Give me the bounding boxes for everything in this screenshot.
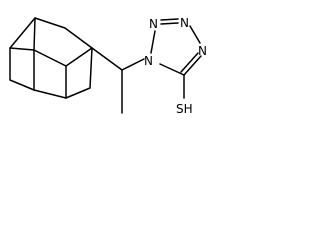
n4-to-c5-bond-b [180,52,199,73]
ch-to-n1-bond [121,58,145,71]
c5-to-n1-bond [159,63,185,76]
n2-to-n3-bond-a [160,18,179,21]
adamantane-bridge-4 [65,47,93,67]
adamantyl-cage [9,17,93,99]
atom-sh-label: SH [176,102,193,116]
n3-to-n4-bond [189,25,201,44]
adamantane-bridge-1 [33,17,36,51]
tetrazole-ring [150,18,202,99]
atom-n2-label: N [149,17,158,31]
n2-to-n3-bond-b [160,22,179,25]
chemical-structure: N N N N SH [9,16,207,116]
adamantyl-to-ch-bond [91,47,123,71]
adamantane-bridge-2 [9,47,35,51]
atom-n4-label: N [198,44,207,58]
adamantane-outline [9,17,93,99]
n4-to-c5-bond-a [183,55,202,76]
atom-n3-label: N [180,16,189,30]
atom-n1-label: N [144,54,153,68]
structure-canvas: N N N N SH [0,0,213,127]
adamantane-bridge-3 [33,49,67,67]
n1-to-n2-bond [150,30,156,54]
